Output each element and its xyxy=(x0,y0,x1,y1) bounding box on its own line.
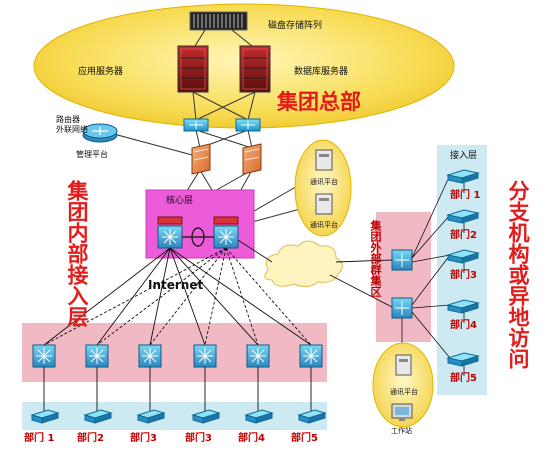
app-server-rack-icon xyxy=(177,45,209,93)
internal-access-switch-4-icon xyxy=(193,344,217,368)
router-icon xyxy=(82,123,118,143)
external-access-switches xyxy=(446,169,480,376)
internal-access-switch-3-icon xyxy=(138,344,162,368)
external-cluster-title: 集团外部群集区 xyxy=(369,220,382,297)
router-label: 路由器 外联网络 xyxy=(56,115,88,135)
db-server-rack-icon xyxy=(239,45,271,93)
external-cluster-switch-1-icon xyxy=(391,249,413,271)
disk-array-icon xyxy=(189,11,248,31)
core-to-cloud-links xyxy=(237,239,393,308)
internal-dept-switch-5-icon xyxy=(244,409,274,424)
workstation-zone xyxy=(372,342,434,428)
core-stack-link xyxy=(182,227,214,247)
internet-cloud-icon xyxy=(264,240,343,288)
comm-platform-3-label: 通讯平台 xyxy=(390,388,418,396)
internal-dept-switch-6-icon xyxy=(297,409,327,424)
internal-access-switch-1-icon xyxy=(32,344,56,368)
hq-switch-left-icon xyxy=(183,118,209,132)
internal-switches xyxy=(30,344,327,424)
comm-server-2-icon xyxy=(315,193,333,215)
comm-platform-1-label: 通讯平台 xyxy=(310,178,338,186)
internal-dept-label: 部门4 xyxy=(238,433,265,444)
branch-dept-label: 部门4 xyxy=(450,320,477,331)
mgmt-platform-label: 管理平台 xyxy=(76,150,108,159)
internal-dept-label: 部门3 xyxy=(185,433,212,444)
internal-dept-switch-4-icon xyxy=(191,409,221,424)
app-server-label: 应用服务器 xyxy=(78,67,124,77)
firewall-left-icon xyxy=(191,143,211,175)
core-layer-label: 核心层 xyxy=(166,196,194,206)
branch-switch-3-icon xyxy=(446,249,480,264)
internet-label: Internet xyxy=(148,278,204,292)
internal-dept-switch-1-icon xyxy=(30,409,60,424)
branch-switch-1-icon xyxy=(446,169,480,184)
workstation-label: 工作站 xyxy=(391,427,412,435)
internal-dept-label: 部门2 xyxy=(77,433,104,444)
branch-switch-2-icon xyxy=(446,209,480,224)
internal-dept-switch-2-icon xyxy=(83,409,113,424)
branch-switch-5-icon xyxy=(446,352,480,367)
core-switch-right-icon xyxy=(213,216,239,249)
branch-access-title: 分支机构或异地访问 xyxy=(506,180,530,369)
db-server-label: 数据库服务器 xyxy=(294,67,349,77)
hq-title: 集团总部 xyxy=(277,90,361,114)
core-switch-left-icon xyxy=(157,216,183,249)
branch-dept-label: 部门 1 xyxy=(450,190,481,201)
branch-switch-4-icon xyxy=(446,299,480,314)
internal-access-title: 集团内部接入层 xyxy=(65,180,89,327)
internal-access-switch-2-icon xyxy=(85,344,109,368)
firewall-right-icon xyxy=(242,143,262,175)
core-to-access-links xyxy=(43,247,312,346)
internal-dept-label: 部门3 xyxy=(130,433,157,444)
branch-dept-label: 部门2 xyxy=(450,230,477,241)
comm-server-1-icon xyxy=(315,149,333,171)
branch-dept-label: 部门5 xyxy=(450,373,477,384)
comm-server-3-icon xyxy=(395,354,412,376)
hq-switch-right-icon xyxy=(235,118,261,132)
external-cluster-zone xyxy=(376,212,431,342)
internal-dept-label: 部门 1 xyxy=(24,433,55,444)
internal-access-switch-5-icon xyxy=(246,344,270,368)
comm-platform-2-label: 通讯平台 xyxy=(310,221,338,229)
internal-access-switch-6-icon xyxy=(299,344,323,368)
disk-array-label: 磁盘存储阵列 xyxy=(268,21,323,31)
workstation-icon xyxy=(391,403,413,421)
internal-dept-zone xyxy=(22,402,327,430)
cluster-to-branch-links xyxy=(401,174,451,359)
external-cluster-switch-2-icon xyxy=(391,297,413,319)
internal-access-zone xyxy=(22,323,327,382)
internal-dept-label: 部门5 xyxy=(291,433,318,444)
comm-platform-zone xyxy=(294,139,352,237)
core-to-access-backup-links xyxy=(43,247,312,346)
access-layer-label: 接入层 xyxy=(450,151,478,161)
internal-dept-switch-3-icon xyxy=(136,409,166,424)
branch-dept-label: 部门3 xyxy=(450,270,477,281)
